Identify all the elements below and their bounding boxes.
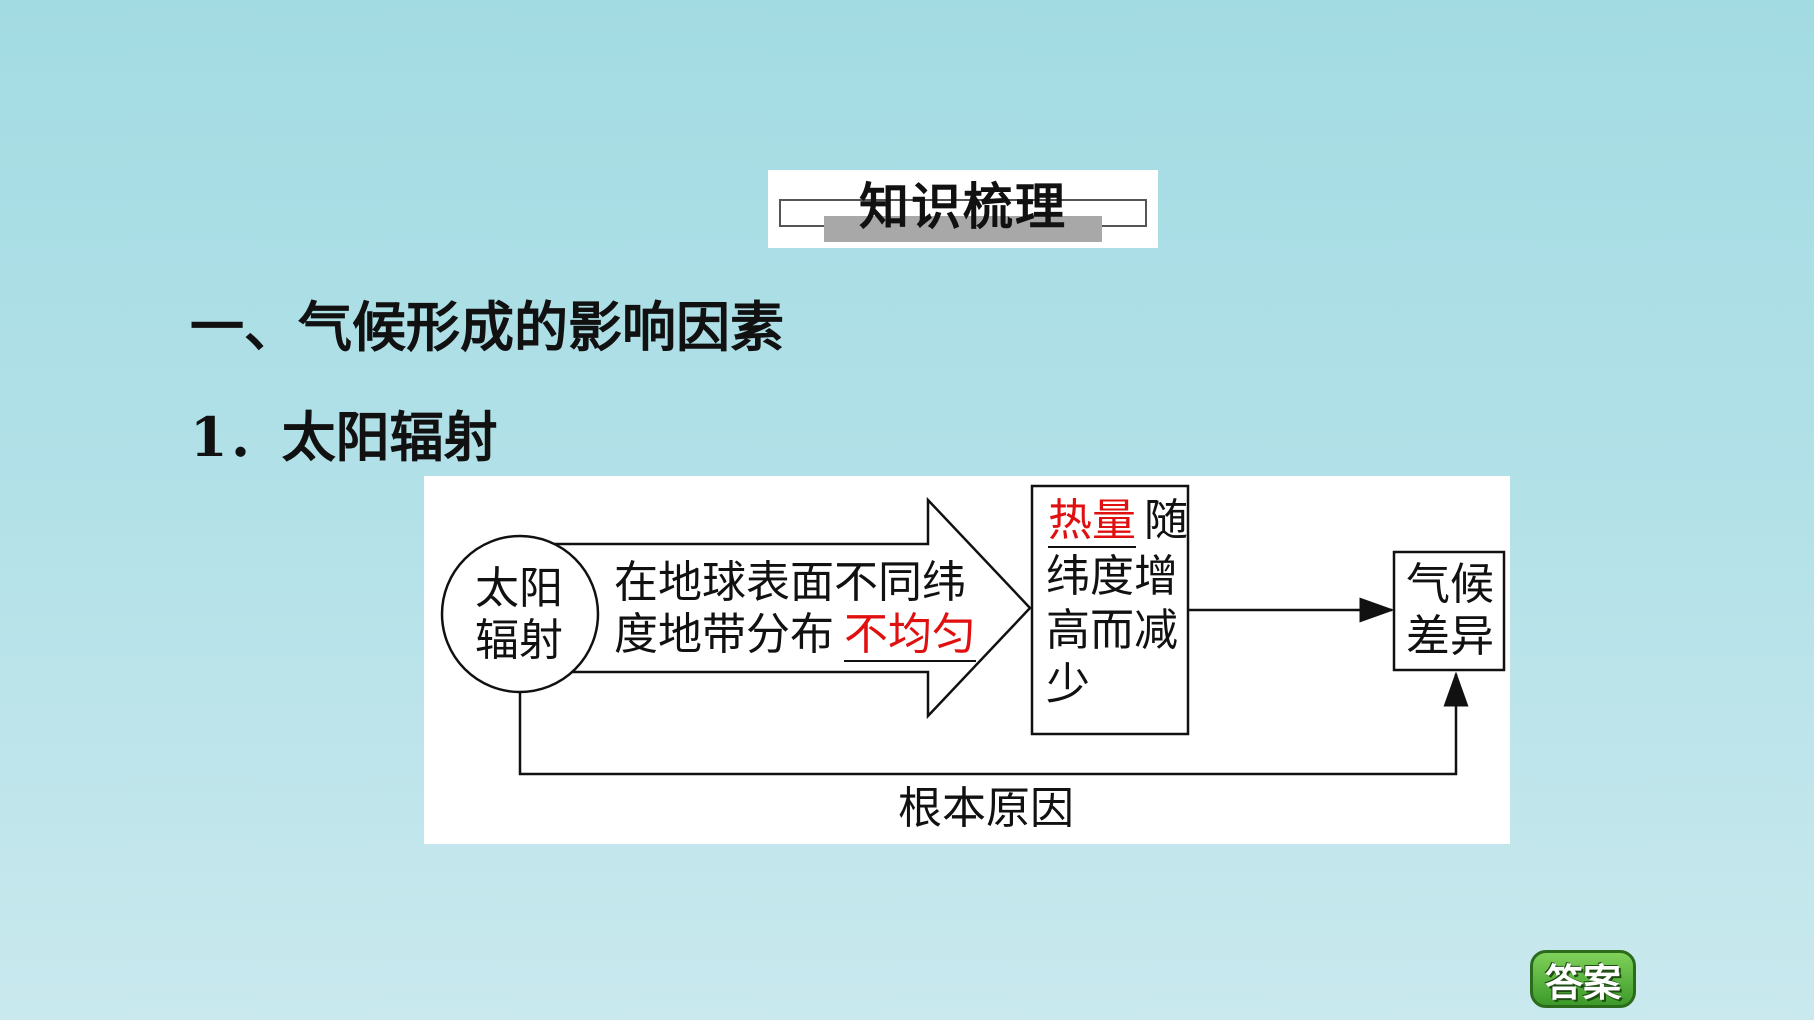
- badge-frame: [779, 199, 1147, 242]
- badge-title: 知识梳理: [859, 178, 1067, 236]
- circle-label-line1: 太阳: [475, 563, 563, 614]
- section-heading: 一、气候形成的影响因素: [190, 295, 784, 359]
- section-subheading: 1．太阳辐射: [190, 405, 498, 469]
- middle-box-line4: 少: [1046, 659, 1090, 710]
- section-badge: 知识梳理: [768, 170, 1158, 248]
- answer-heat: 热量: [1048, 495, 1136, 548]
- result-box-line2: 差异: [1406, 611, 1494, 662]
- arrow-text-prefix: 度地带分布: [614, 609, 834, 660]
- middle-box-line1-suffix: 随: [1144, 495, 1188, 546]
- arrow-text-line2: 度地带分布不均匀: [614, 609, 976, 662]
- bottom-label: 根本原因: [898, 783, 1074, 834]
- arrow-text-line1: 在地球表面不同纬: [614, 557, 966, 608]
- diagram-shapes: [440, 484, 1506, 776]
- source-circle: [440, 534, 600, 694]
- solar-radiation-diagram: 太阳 辐射 在地球表面不同纬 度地带分布不均匀 热量随 纬度增 高而减 少 气候…: [424, 476, 1510, 844]
- answer-uneven: 不均匀: [844, 609, 976, 662]
- root-cause-path: [518, 671, 1469, 776]
- middle-box-line3: 高而减: [1046, 605, 1178, 656]
- answer-button[interactable]: 答案: [1530, 950, 1636, 1008]
- middle-box-line1: 热量随: [1048, 495, 1188, 548]
- result-box-line1: 气候: [1406, 559, 1494, 610]
- middle-box-line2: 纬度增: [1046, 551, 1178, 602]
- circle-label-line2: 辐射: [475, 615, 563, 666]
- big-arrow-shape: [522, 496, 1032, 720]
